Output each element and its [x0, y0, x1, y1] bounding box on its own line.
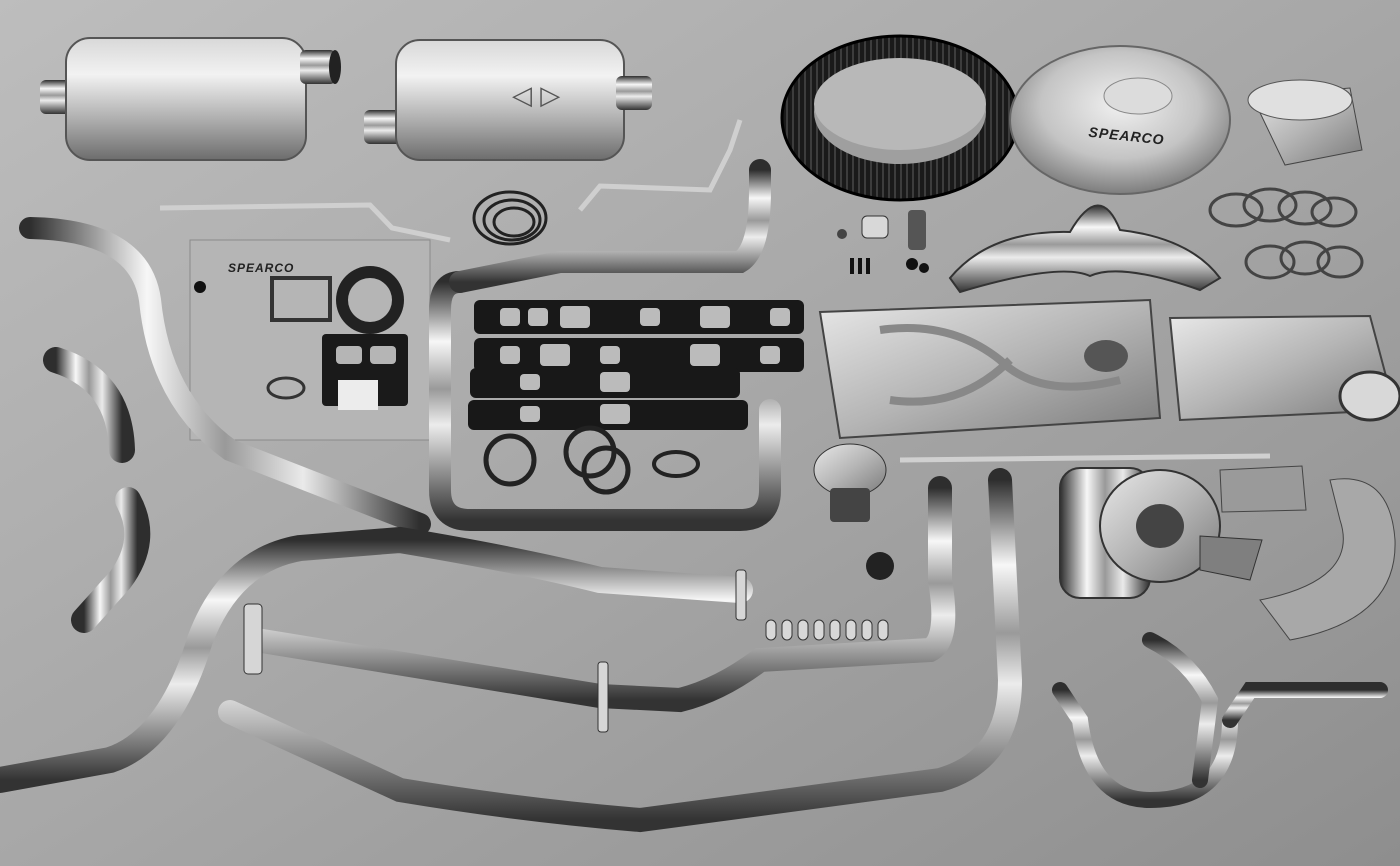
- intermediate-pipe: [218, 468, 1023, 833]
- downpipe-main: [0, 526, 753, 793]
- silicone-hoses: [1199, 465, 1396, 641]
- oil-feed-tubes: [159, 119, 743, 243]
- hose-clamps: [1208, 187, 1364, 280]
- pipe-flanges: [243, 569, 747, 733]
- push-rod: [899, 453, 1271, 463]
- muffler-left: [40, 37, 341, 161]
- oil-line-coil: [472, 190, 548, 246]
- air-cleaner-brand: SPEARCO: [1088, 124, 1165, 148]
- wastegate: [813, 443, 887, 522]
- muffler-right: ◁ ▷: [364, 39, 652, 161]
- air-cleaner-lid: SPEARCO: [1009, 45, 1231, 195]
- gasket-card: SPEARCO: [189, 239, 431, 441]
- small-fittings: [837, 210, 929, 274]
- plenum-adapter: [1168, 314, 1400, 422]
- nuts-row: [765, 552, 894, 641]
- exhaust-manifold-lower: [1052, 632, 1388, 809]
- air-filter-element: [780, 34, 1020, 202]
- tailpipe-left: [19, 217, 431, 535]
- intake-gaskets: [468, 300, 804, 495]
- crossover-pipe: [429, 159, 781, 531]
- muffler-direction-marks: ◁ ▷: [512, 81, 560, 111]
- elbow-pipe-left: [43, 347, 151, 633]
- coupler-sleeve: [1247, 79, 1363, 166]
- intake-manifold: [818, 298, 1162, 440]
- gasket-card-brand: SPEARCO: [228, 261, 294, 275]
- turbocharger: [1059, 467, 1221, 599]
- exhaust-manifold-upper: [948, 204, 1222, 294]
